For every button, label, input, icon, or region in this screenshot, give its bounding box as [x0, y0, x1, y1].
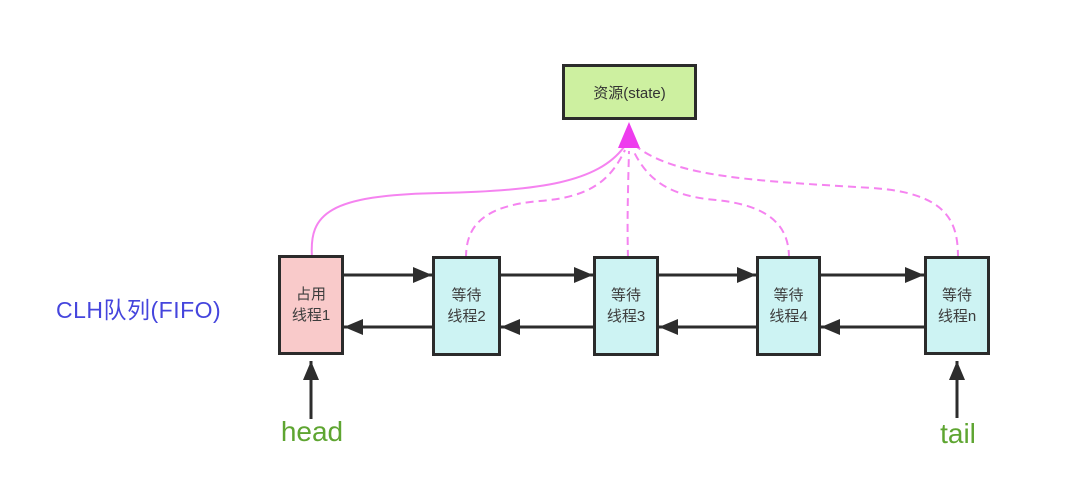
- state-watch-curves: [310, 146, 959, 259]
- queue-node-owner-thread1: 占用 线程1: [278, 255, 344, 355]
- waiting2-to-resource-curve: [465, 149, 626, 259]
- queue-node-waiting-thread2: 等待 线程2: [432, 256, 501, 356]
- waiting4-to-resource-curve: [632, 149, 790, 259]
- queue-node-waiting-threadN: 等待 线程n: [924, 256, 990, 355]
- queue-title-label: CLH队列(FIFO): [56, 297, 222, 323]
- queue-link-arrows: [303, 267, 965, 419]
- tail-label: tail: [940, 418, 976, 449]
- head-label: head: [280, 416, 344, 447]
- resource-arrowhead: [618, 122, 640, 148]
- node-label: 等待 线程3: [606, 287, 646, 325]
- resource-state-box: 资源(state): [562, 64, 697, 120]
- node-label: 占用 线程1: [291, 286, 331, 324]
- waiting3-to-resource-curve: [626, 150, 630, 259]
- waitingN-to-resource-curve: [636, 146, 959, 259]
- queue-node-waiting-thread4: 等待 线程4: [756, 256, 821, 356]
- queue-node-waiting-thread3: 等待 线程3: [593, 256, 659, 356]
- node-label: 等待 线程n: [937, 286, 977, 325]
- resource-state-label: 资源(state): [593, 84, 666, 102]
- owner-to-resource-curve: [310, 146, 625, 258]
- node-label: 等待 线程4: [769, 287, 808, 325]
- node-label: 等待 线程2: [447, 287, 486, 325]
